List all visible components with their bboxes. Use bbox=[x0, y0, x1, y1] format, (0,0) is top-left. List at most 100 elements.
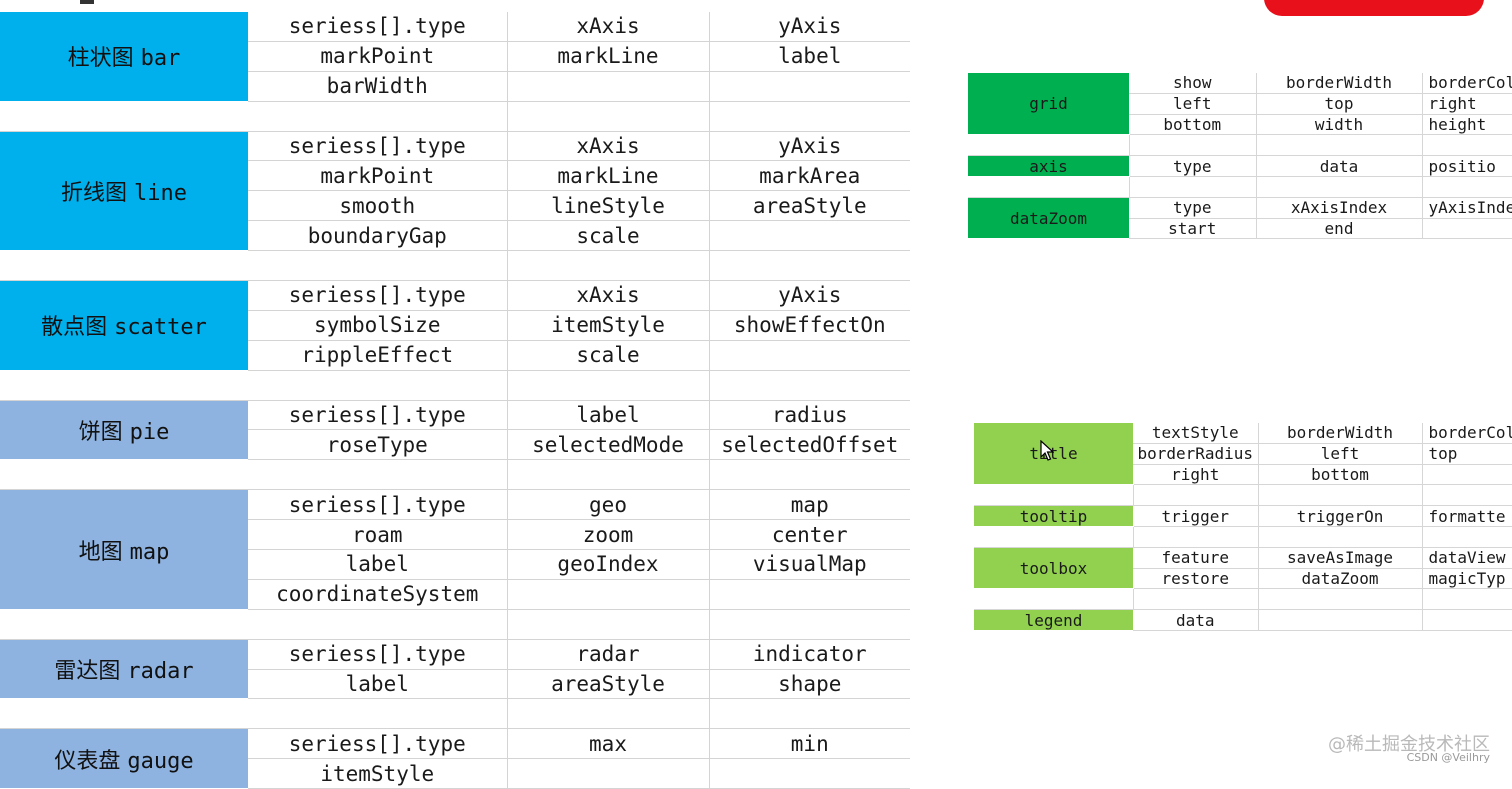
table-cell: top bbox=[1256, 93, 1423, 115]
table-cell bbox=[1256, 176, 1423, 198]
section-label-axis: axis bbox=[968, 155, 1129, 177]
table-cell: top bbox=[1422, 443, 1512, 465]
table-cell bbox=[0, 609, 248, 640]
section-label-en: radar bbox=[127, 659, 194, 685]
watermark-author: CSDN @Veilhry bbox=[1406, 751, 1490, 764]
table-cell: yAxis bbox=[709, 131, 910, 162]
table-cell: left bbox=[1129, 93, 1257, 115]
section-label-cn: 柱状图 bbox=[67, 46, 134, 72]
table-cell bbox=[1422, 484, 1512, 507]
table-cell: borderCol bbox=[1422, 423, 1512, 444]
table-cell: right bbox=[1133, 464, 1259, 486]
table-cell: restore bbox=[1133, 568, 1259, 590]
table-cell: yAxisInde bbox=[1422, 197, 1512, 219]
table-cell: label bbox=[507, 400, 710, 431]
section-label-en: gauge bbox=[127, 748, 194, 774]
table-cell bbox=[968, 176, 1130, 198]
section-label-en: bar bbox=[140, 46, 181, 72]
table-cell: left bbox=[1258, 443, 1423, 465]
table-cell: zoom bbox=[507, 519, 710, 551]
table-row: coordinateSystem bbox=[0, 579, 910, 610]
red-pill-button[interactable] bbox=[1264, 0, 1484, 16]
table-cell bbox=[1133, 588, 1259, 611]
table-cell: yAxis bbox=[709, 280, 910, 311]
table-cell: bottom bbox=[1258, 464, 1423, 486]
table-cell: xAxis bbox=[507, 280, 710, 311]
table-cell: borderWidth bbox=[1256, 73, 1423, 94]
table-cell: start bbox=[1129, 218, 1257, 240]
table-cell: borderRadius bbox=[1133, 443, 1259, 465]
table-cell: markPoint bbox=[248, 41, 508, 72]
table-cell bbox=[1258, 484, 1423, 507]
table-cell: xAxis bbox=[507, 131, 710, 162]
section-label-cn: 地图 bbox=[78, 539, 123, 565]
table-cell bbox=[974, 526, 1134, 548]
table-cell: bottom bbox=[1129, 114, 1257, 136]
table-cell: itemStyle bbox=[507, 310, 710, 341]
section-label-datazoom: dataZoom bbox=[968, 197, 1129, 240]
table-cell: roseType bbox=[248, 429, 508, 461]
table-cell bbox=[1129, 134, 1257, 157]
table-cell bbox=[507, 250, 710, 282]
section-label-en: map bbox=[129, 539, 170, 565]
table-cell: coordinateSystem bbox=[248, 579, 508, 610]
section-label-legend: legend bbox=[974, 609, 1133, 631]
table-cell: formatte bbox=[1422, 505, 1512, 527]
table-cell: rippleEffect bbox=[248, 340, 508, 371]
table-cell: borderCol bbox=[1422, 73, 1512, 94]
spacer-row bbox=[974, 484, 1512, 507]
table-cell bbox=[709, 609, 910, 640]
table-cell bbox=[709, 250, 910, 282]
table-cell: borderWidth bbox=[1258, 423, 1423, 444]
spacer-row bbox=[968, 134, 1512, 157]
table-cell: magicTyp bbox=[1422, 568, 1512, 590]
section-label-en: line bbox=[134, 180, 187, 206]
table-cell bbox=[1422, 526, 1512, 548]
top-edge-mark bbox=[80, 0, 94, 4]
table-cell: seriess[].type bbox=[248, 639, 508, 670]
table-cell bbox=[0, 459, 248, 491]
table-cell bbox=[974, 484, 1134, 507]
table-cell: areaStyle bbox=[507, 669, 710, 700]
table-cell: xAxisIndex bbox=[1256, 197, 1423, 219]
table-cell: label bbox=[248, 669, 508, 700]
table-cell bbox=[1256, 134, 1423, 157]
spacer-row bbox=[0, 609, 910, 640]
table-cell: selectedMode bbox=[507, 429, 710, 461]
section-label-title: title bbox=[974, 423, 1133, 486]
section-label-cn: 饼图 bbox=[78, 419, 123, 445]
table-cell: lineStyle bbox=[507, 190, 710, 222]
table-cell: center bbox=[709, 519, 910, 551]
section-label-map: 地图 map bbox=[0, 489, 248, 610]
table-cell: seriess[].type bbox=[248, 280, 508, 311]
table-cell bbox=[507, 609, 710, 640]
table-cell bbox=[1422, 218, 1512, 240]
table-cell: barWidth bbox=[248, 71, 508, 102]
table-cell bbox=[1258, 609, 1423, 631]
table-cell: max bbox=[507, 728, 710, 760]
table-cell: saveAsImage bbox=[1258, 547, 1423, 569]
table-cell bbox=[709, 459, 910, 491]
table-cell: itemStyle bbox=[248, 758, 508, 789]
table-cell bbox=[709, 71, 910, 102]
table-cell bbox=[0, 698, 248, 730]
section-label-toolbox: toolbox bbox=[974, 547, 1133, 590]
section-label-cn: 仪表盘 bbox=[54, 748, 121, 774]
spacer-row bbox=[0, 101, 910, 132]
table-cell bbox=[709, 698, 910, 730]
